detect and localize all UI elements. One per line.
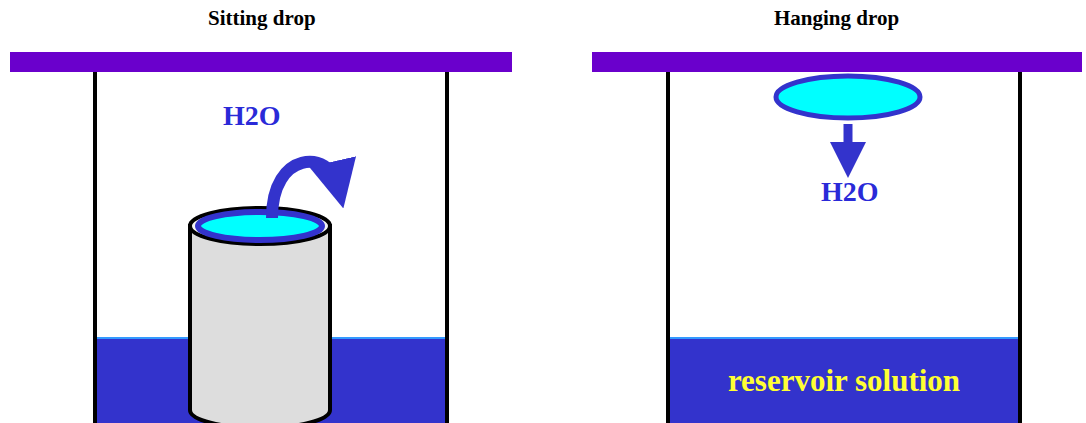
well-wall xyxy=(1018,72,1022,423)
evaporation-arrow xyxy=(844,124,853,160)
reservoir-label: reservoir solution xyxy=(728,363,960,399)
panel-title: Hanging drop xyxy=(774,6,899,31)
hanging-drop xyxy=(776,76,920,118)
panel-title: Sitting drop xyxy=(208,6,316,31)
cover-slip xyxy=(10,52,512,72)
sitting-drop xyxy=(198,212,322,240)
well-wall xyxy=(93,72,97,423)
water-label: H2O xyxy=(223,100,281,132)
post xyxy=(190,208,330,423)
reservoir-band: reservoir solution xyxy=(670,337,1018,423)
water-label: H2O xyxy=(821,176,879,208)
cover-slip xyxy=(592,52,1082,72)
well-wall xyxy=(445,72,449,423)
evaporation-arrow xyxy=(272,162,338,218)
